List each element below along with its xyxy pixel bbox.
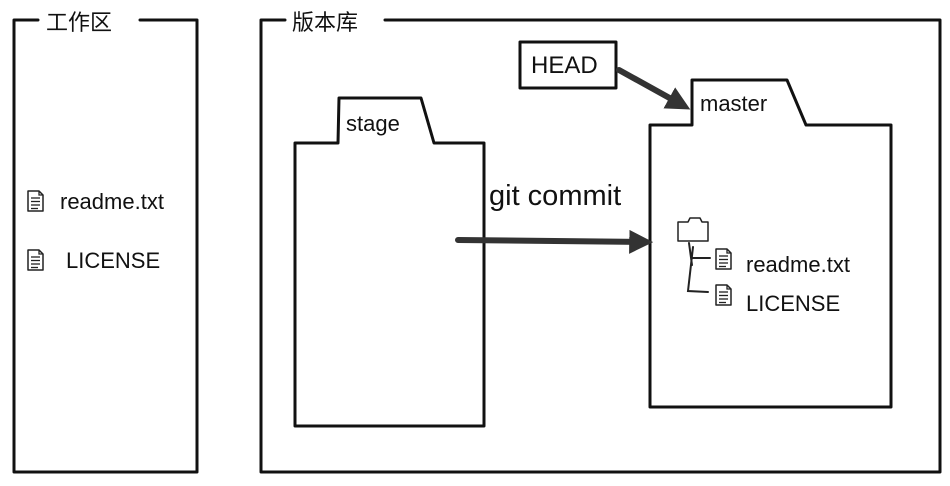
head-label: HEAD — [531, 52, 598, 79]
commit-label: git commit — [489, 180, 621, 212]
file-icon — [715, 248, 732, 270]
master-folder: master readme.txt LICENSE — [648, 78, 893, 409]
repository-title: 版本库 — [292, 11, 358, 36]
workspace-title: 工作区 — [46, 11, 112, 36]
head-pointer: HEAD — [518, 40, 618, 90]
tree-file-label: LICENSE — [746, 291, 840, 316]
stage-folder: stage — [293, 96, 486, 428]
stage-label: stage — [346, 111, 400, 136]
workspace-file-label: LICENSE — [66, 248, 160, 273]
file-icon — [715, 284, 732, 306]
tree-file-license: LICENSE — [715, 284, 840, 316]
repository-box: 版本库 stage master readme.txt LICENSE — [259, 11, 942, 474]
head-to-master-arrow — [616, 67, 691, 110]
master-label: master — [700, 91, 767, 116]
file-icon — [27, 249, 44, 271]
tree-file-readme: readme.txt — [715, 248, 850, 277]
file-icon — [27, 190, 44, 212]
workspace-file-readme: readme.txt — [27, 189, 164, 214]
workspace-box: 工作区 readme.txt LICENSE — [12, 11, 199, 474]
folder-icon — [677, 217, 709, 242]
workspace-file-license: LICENSE — [27, 248, 160, 273]
tree-connector — [686, 242, 711, 293]
tree-file-label: readme.txt — [746, 252, 850, 277]
commit-arrow — [455, 229, 654, 254]
commit-tree: readme.txt LICENSE — [677, 217, 850, 316]
workspace-file-label: readme.txt — [60, 189, 164, 214]
